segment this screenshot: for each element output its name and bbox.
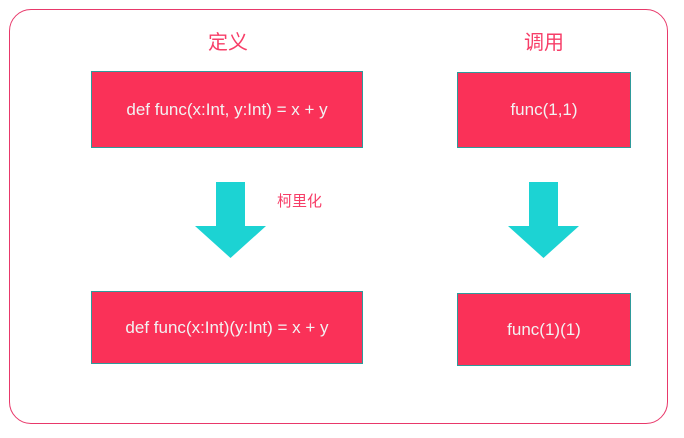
column-heading-define: 定义 [208,30,248,54]
code-box-call-uncurried: func(1,1) [457,72,631,148]
column-heading-invoke: 调用 [524,30,564,54]
code-box-def-curried: def func(x:Int)(y:Int) = x + y [91,291,363,364]
down-arrow-icon-right [508,182,579,258]
code-box-def-uncurried: def func(x:Int, y:Int) = x + y [91,71,363,148]
down-arrow-icon-left [195,182,266,258]
transform-label-currying: 柯里化 [277,192,323,210]
code-box-call-curried: func(1)(1) [457,293,631,366]
